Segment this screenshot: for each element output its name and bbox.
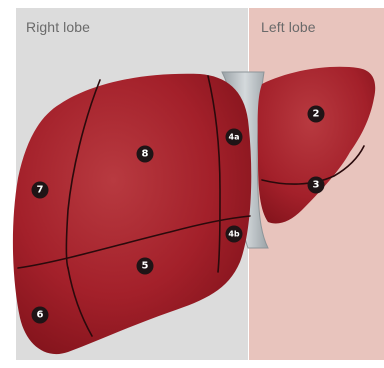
svg-text:7: 7 xyxy=(37,185,44,196)
left-lobe-shape xyxy=(258,67,376,224)
segment-badge-5: 5 xyxy=(137,258,154,275)
svg-text:8: 8 xyxy=(142,149,149,160)
segment-badge-4b: 4b xyxy=(226,226,243,243)
segment-badge-2: 2 xyxy=(308,106,325,123)
segment-badge-4a: 4a xyxy=(226,129,243,146)
segment-badge-6: 6 xyxy=(32,307,49,324)
segment-badge-3: 3 xyxy=(308,177,325,194)
svg-text:4b: 4b xyxy=(228,230,240,239)
svg-text:5: 5 xyxy=(142,261,149,272)
segment-badge-8: 8 xyxy=(137,146,154,163)
svg-text:6: 6 xyxy=(37,310,44,321)
svg-text:4a: 4a xyxy=(229,133,240,142)
segment-badge-7: 7 xyxy=(32,182,49,199)
svg-text:3: 3 xyxy=(313,180,320,191)
svg-text:2: 2 xyxy=(313,109,320,120)
